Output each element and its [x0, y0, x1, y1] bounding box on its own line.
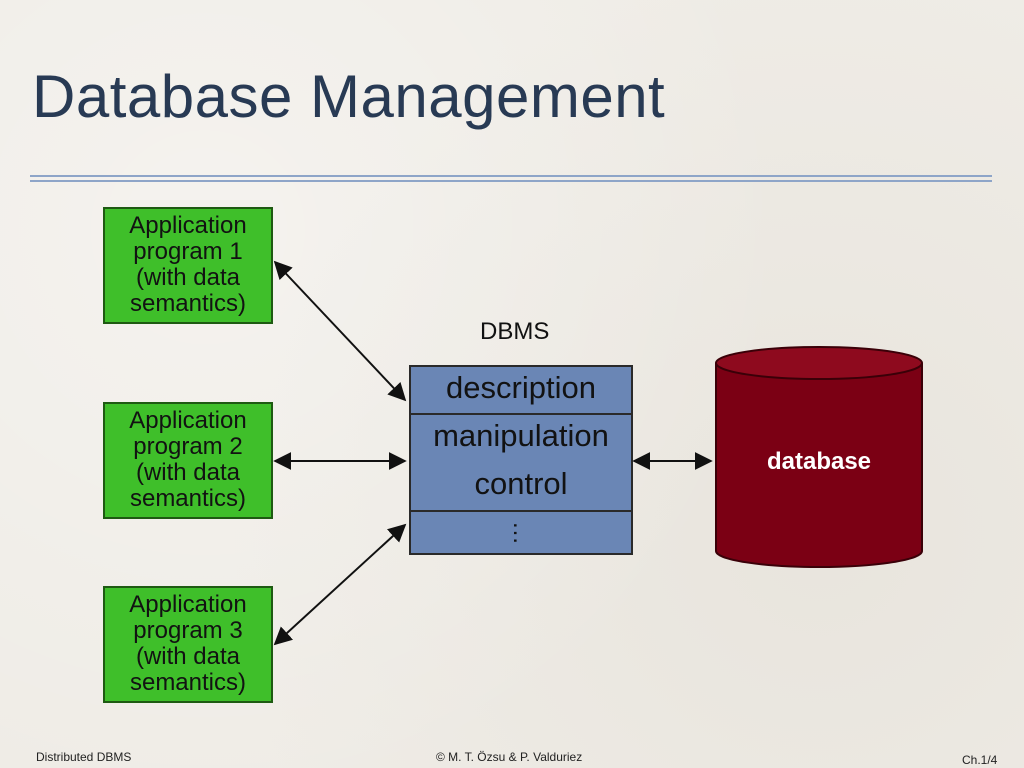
database-cylinder-icon — [715, 346, 923, 568]
dbms-box: description manipulation control … — [409, 365, 633, 555]
footer-course: Distributed DBMS — [36, 750, 132, 764]
dbms-manipulation-row: manipulation — [433, 418, 609, 453]
footer-copyright: © M. T. Özsu & P. Valduriez — [436, 750, 583, 764]
arrow-app3-dbms — [273, 523, 407, 646]
dbms-divider — [411, 510, 631, 512]
dbms-description-row: description — [446, 370, 596, 405]
application-program-3-box: Application program 3 (with data semanti… — [103, 586, 273, 703]
dbms-divider — [411, 413, 631, 415]
application-program-2-box: Application program 2 (with data semanti… — [103, 402, 273, 519]
database-label: database — [766, 448, 872, 475]
slide-title: Database Management — [32, 63, 666, 130]
dbms-label: DBMS — [480, 318, 550, 345]
application-program-1-box: Application program 1 (with data semanti… — [103, 207, 273, 324]
arrow-app1-dbms — [273, 260, 407, 402]
title-rule-bottom — [30, 180, 992, 182]
footer-slide-number: Ch.1/4 — [962, 753, 998, 767]
dbms-control-row: control — [474, 466, 568, 501]
title-rule-top — [30, 175, 992, 177]
